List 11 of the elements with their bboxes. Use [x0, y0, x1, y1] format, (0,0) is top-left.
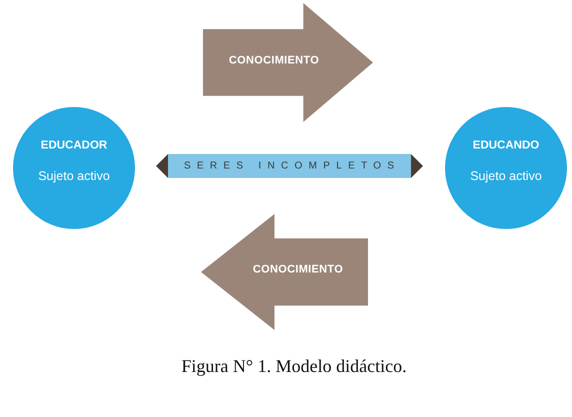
figure-caption: Figura N° 1. Modelo didáctico.	[181, 356, 407, 376]
circle-subtitle: Sujeto activo	[470, 168, 542, 184]
circle-heading: EDUCANDO	[472, 139, 540, 153]
block-arrow	[201, 214, 368, 330]
circle-subtitle: Sujeto activo	[38, 168, 110, 184]
circle-heading: EDUCADOR	[40, 139, 108, 153]
block-arrow	[203, 3, 373, 122]
arrow-label: CONOCIMIENTO	[252, 264, 344, 276]
banner	[156, 154, 423, 178]
arrow-label: CONOCIMIENTO	[228, 54, 320, 68]
banner-label: SERES INCOMPLETOS	[182, 160, 400, 172]
